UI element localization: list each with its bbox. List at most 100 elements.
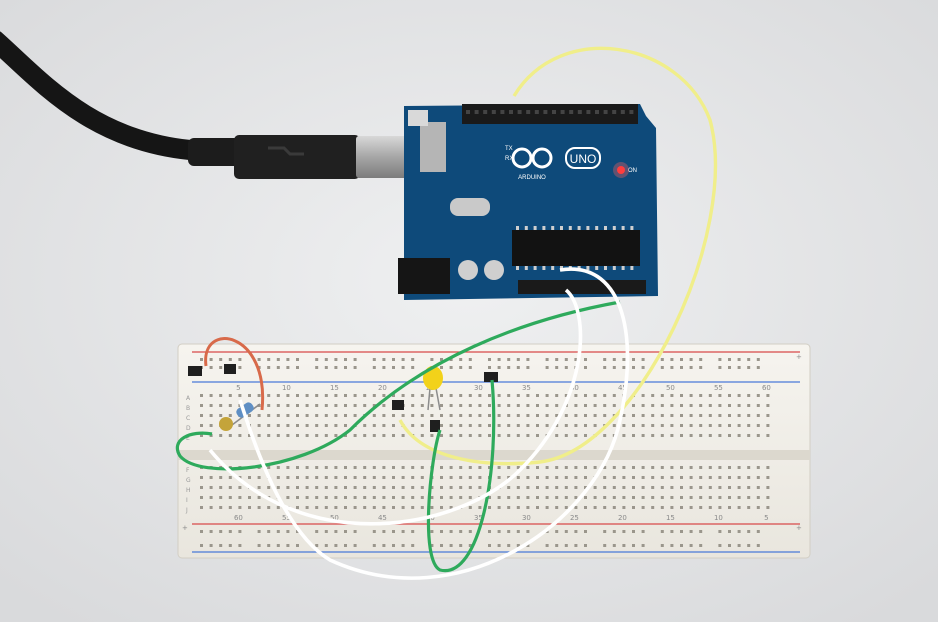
hole (516, 496, 520, 499)
hole (449, 414, 453, 417)
hole (728, 496, 731, 499)
hole (382, 358, 386, 361)
hole (584, 404, 587, 407)
hole (584, 506, 587, 509)
hole (257, 530, 261, 533)
hole (257, 486, 261, 489)
hole (344, 414, 347, 417)
hole (670, 486, 674, 489)
chip-pin (516, 226, 519, 230)
hole (632, 544, 635, 547)
hole (747, 506, 751, 509)
hole (564, 506, 568, 509)
hole (603, 496, 607, 499)
hole (344, 476, 347, 479)
hole (200, 424, 203, 427)
hole (200, 530, 203, 533)
hole (372, 476, 376, 479)
hole (545, 486, 549, 489)
hole (459, 486, 463, 489)
hole (344, 404, 347, 407)
on-label: ON (628, 168, 637, 174)
reset-button (408, 110, 428, 126)
hole (209, 486, 213, 489)
hole (507, 486, 511, 489)
hole (382, 544, 386, 547)
hole (430, 358, 434, 361)
hole (353, 366, 357, 369)
hole (756, 414, 760, 417)
hole (526, 466, 530, 469)
column-number: 45 (378, 514, 387, 522)
hole (756, 394, 760, 397)
hole (728, 466, 731, 469)
hole (430, 496, 434, 499)
hole (315, 544, 319, 547)
hole (593, 404, 597, 407)
hole (632, 414, 635, 417)
hole (737, 486, 741, 489)
hole (372, 358, 376, 361)
chip-pin (560, 226, 563, 230)
hole (708, 476, 712, 479)
hole (238, 434, 242, 437)
hole (286, 358, 290, 361)
hole (632, 366, 635, 369)
column-number: 30 (522, 514, 531, 522)
hole (680, 506, 683, 509)
hole (728, 530, 731, 533)
hole (622, 486, 626, 489)
hole (699, 466, 703, 469)
hole (756, 466, 760, 469)
hole (315, 424, 319, 427)
hole (516, 358, 520, 361)
hole (699, 394, 703, 397)
hole (728, 394, 731, 397)
hole (449, 404, 453, 407)
hole (449, 506, 453, 509)
hole (689, 466, 693, 469)
chip-pin (551, 226, 555, 230)
hole (209, 544, 213, 547)
hole (718, 394, 722, 397)
hole (689, 544, 693, 547)
chip-pin (533, 266, 537, 270)
hole (449, 358, 453, 361)
hole (200, 506, 203, 509)
hole (526, 530, 530, 533)
hole (718, 476, 722, 479)
chip-pin (630, 226, 634, 230)
hole (296, 366, 299, 369)
hole (420, 506, 424, 509)
hole (660, 530, 664, 533)
hole (449, 530, 453, 533)
hole (392, 486, 395, 489)
tx-label: TX (505, 146, 513, 152)
hole (593, 486, 597, 489)
hole (660, 434, 664, 437)
column-number: 40 (570, 384, 579, 392)
hole (305, 404, 309, 407)
hole (315, 530, 319, 533)
hole (497, 434, 501, 437)
header-pin (509, 110, 513, 114)
hole (612, 476, 616, 479)
hole (708, 434, 712, 437)
hole (334, 476, 338, 479)
hole (478, 414, 482, 417)
hole (238, 404, 242, 407)
hole (488, 358, 491, 361)
hole (219, 404, 223, 407)
hole (209, 530, 213, 533)
hole (219, 544, 223, 547)
hole (353, 394, 357, 397)
hole (411, 424, 415, 427)
hole (660, 366, 664, 369)
hole (382, 394, 386, 397)
hole (353, 466, 357, 469)
hole (593, 496, 597, 499)
hole (228, 544, 232, 547)
hole (555, 530, 559, 533)
hole (766, 486, 770, 489)
hole (276, 404, 280, 407)
